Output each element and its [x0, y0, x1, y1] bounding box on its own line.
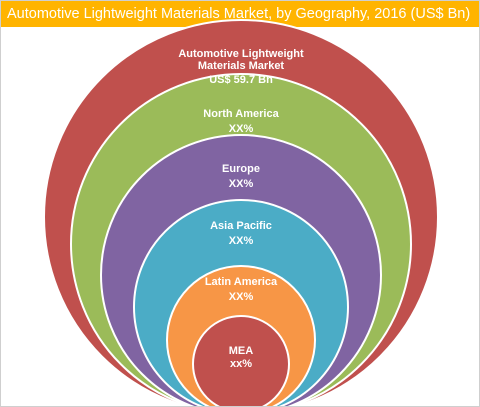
label-latin-america: Latin America [205, 276, 278, 288]
label-total-market-line1: Automotive Lightweight [178, 48, 304, 60]
value-total-market: US$ 59.7 Bn [209, 74, 273, 86]
label-north-america: North America [203, 108, 279, 120]
value-north-america: XX% [229, 123, 254, 135]
value-europe: XX% [229, 178, 254, 190]
value-asia-pacific: XX% [229, 235, 254, 247]
chart-title: Automotive Lightweight Materials Market,… [7, 6, 471, 22]
label-europe: Europe [222, 163, 260, 175]
value-mea: xx% [230, 358, 252, 370]
label-total-market-line2: Materials Market [198, 60, 285, 72]
label-mea: MEA [229, 345, 254, 357]
ring-mea [192, 315, 290, 406]
value-latin-america: XX% [229, 291, 254, 303]
label-asia-pacific: Asia Pacific [210, 220, 272, 232]
